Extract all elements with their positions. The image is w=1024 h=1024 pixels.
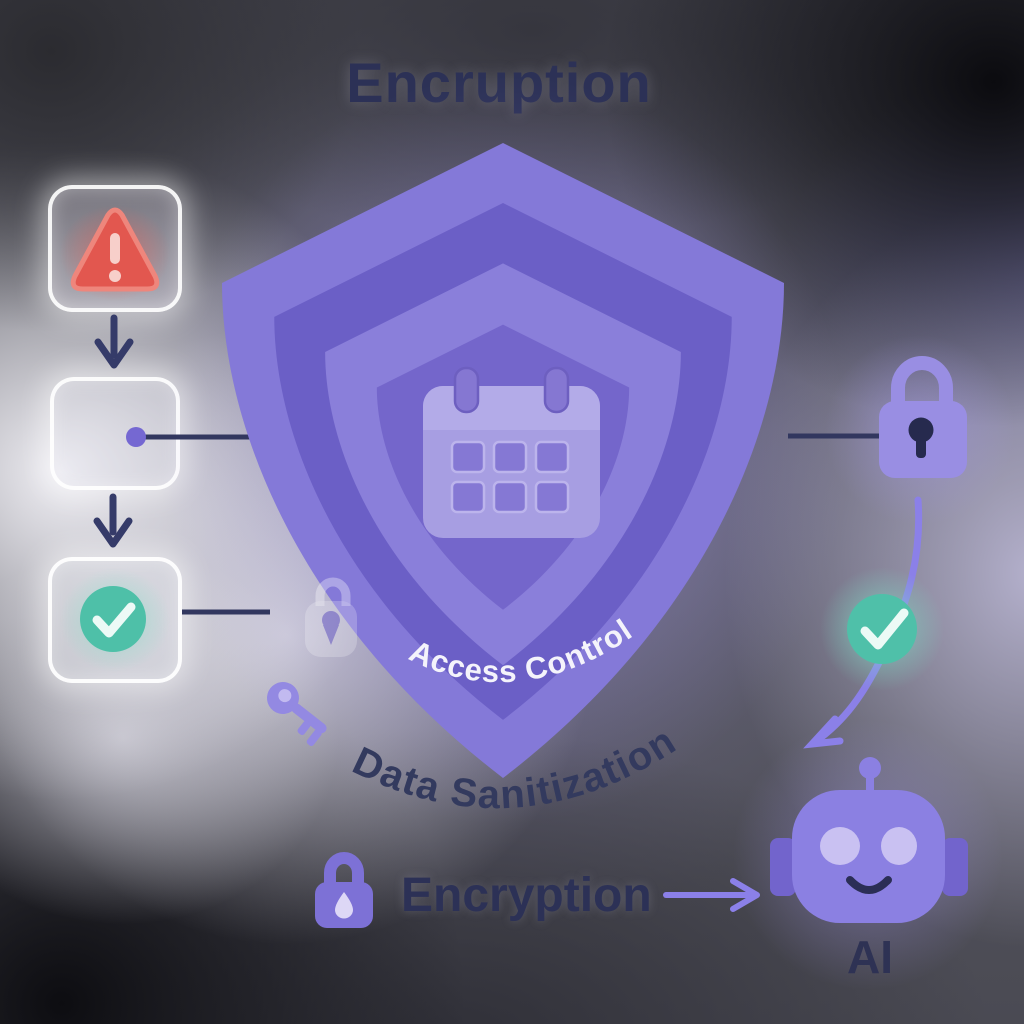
data-sanitization-arc-label: Data Sanitization (346, 718, 682, 817)
watermark-lock-keyhole (322, 611, 340, 629)
calendar-ring-right (543, 366, 570, 414)
curved-arrow-shaft (811, 496, 923, 746)
shield-layer-3 (325, 263, 681, 666)
curved-arrow-lock-to-robot (803, 496, 923, 749)
calendar-icon (423, 366, 600, 538)
robot-ear-right (942, 838, 968, 896)
flow-step-check (48, 557, 182, 683)
right-check-circle-icon (847, 594, 917, 664)
shield-layer-2 (274, 202, 732, 720)
calendar-body (423, 386, 600, 538)
key-shaft (291, 703, 327, 734)
watermark-lock-icon (305, 577, 357, 657)
right-lock-body (879, 401, 967, 478)
arrow-down-1-head (94, 338, 134, 369)
warning-exclamation-bar (110, 232, 120, 264)
encryption-label: Encryption (401, 869, 652, 922)
calendar-cell (534, 480, 570, 514)
robot-ear-left (770, 838, 796, 896)
key-head (267, 682, 299, 714)
encryption-lock-body (315, 882, 373, 928)
calendar-cell (492, 480, 528, 514)
curved-arrow-head (803, 715, 844, 749)
key-tooth-1 (297, 720, 311, 735)
calendar-cell (534, 440, 570, 474)
key-head-hole (278, 689, 292, 703)
arrow-down-2-head (93, 517, 133, 548)
right-lock-keyhole (908, 417, 934, 443)
shield (222, 143, 784, 778)
encryption-lock-shackle (324, 852, 364, 886)
right-check-mark (860, 608, 909, 650)
check-circle-icon (80, 586, 146, 652)
right-lock-icon (879, 356, 967, 478)
arrow-encryption-to-ai (663, 878, 760, 912)
check-mark (92, 602, 136, 638)
right-check-circle (847, 594, 917, 664)
watermark-lock-body (305, 601, 357, 657)
shield-layer-outer (222, 143, 784, 778)
connector-lines (136, 433, 880, 615)
key-tooth-2 (306, 729, 322, 746)
watermark-lock-shackle (315, 577, 351, 606)
robot-eye-left (820, 827, 860, 865)
shield-layer-inner (376, 324, 630, 610)
encryption-lock-keyhole (335, 892, 353, 919)
flow-step-empty (50, 377, 180, 490)
access-control-arc-label: Access Control (404, 612, 637, 690)
lock-glow (825, 335, 1015, 525)
calendar-grid (450, 440, 570, 514)
key-icon (267, 682, 327, 746)
robot-antenna-stem (866, 776, 874, 796)
robot-icon (770, 757, 968, 923)
access-control-arc-text: Access Control (404, 612, 638, 690)
robot-head (792, 790, 945, 923)
encryption-lock-icon (315, 852, 373, 928)
robot-smile (846, 876, 892, 894)
flow-step-warning (48, 185, 182, 312)
page-title: Encruption (346, 51, 652, 114)
watermark-lock-keyhole-tail (323, 625, 339, 645)
ai-label: AI (847, 931, 893, 983)
right-check-glow (820, 567, 944, 691)
robot-eye-right (881, 827, 917, 865)
calendar-header (423, 386, 600, 430)
calendar-ring-left (453, 366, 480, 414)
data-sanitization-arc-text: Data Sanitization (346, 718, 684, 817)
calendar-cell (492, 440, 528, 474)
encryption-arrow-head (730, 878, 760, 912)
calendar-cell (450, 440, 486, 474)
shield-glow (158, 75, 848, 825)
right-lock-keyhole-stem (916, 432, 926, 458)
warning-triangle-icon (70, 207, 160, 291)
warning-exclamation-dot (109, 269, 121, 282)
right-lock-shackle (891, 356, 953, 406)
robot-antenna-ball (859, 757, 881, 779)
calendar-cell (450, 480, 486, 514)
check-circle-shape (80, 586, 146, 652)
